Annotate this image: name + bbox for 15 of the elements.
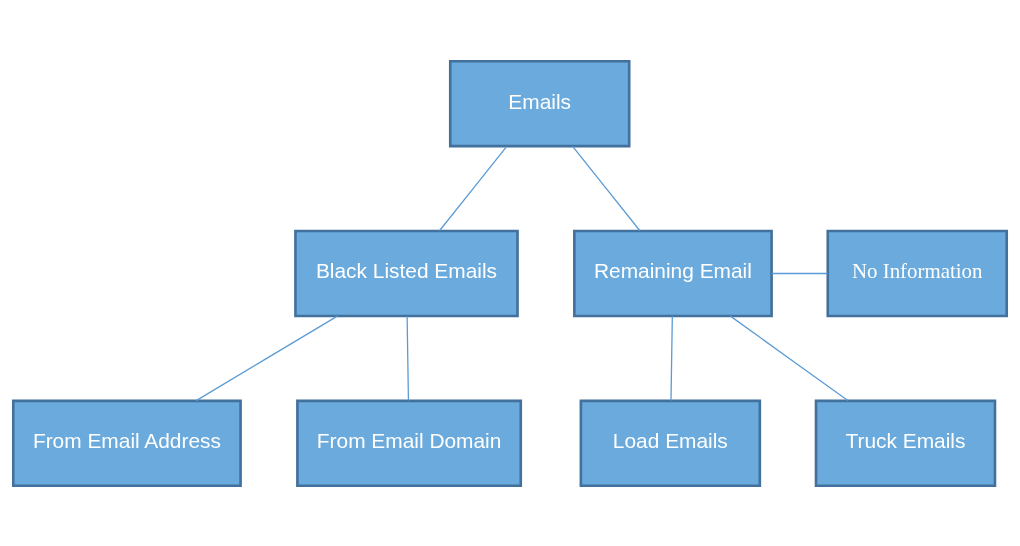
node-box: From Email Address (11, 399, 242, 487)
node-box: No Information (826, 229, 1009, 317)
node-box: Truck Emails (814, 399, 997, 487)
connector (438, 145, 508, 231)
connector (406, 315, 410, 401)
node-box: Remaining Email (573, 229, 773, 317)
node-box: From Email Domain (296, 399, 523, 487)
node-box: Black Listed Emails (294, 229, 519, 317)
node-box: Emails (448, 59, 631, 147)
connector (729, 315, 849, 401)
connector (572, 145, 641, 231)
node-box: Load Emails (579, 399, 762, 487)
connector (195, 315, 339, 401)
connector (771, 272, 829, 274)
connector (670, 315, 673, 401)
